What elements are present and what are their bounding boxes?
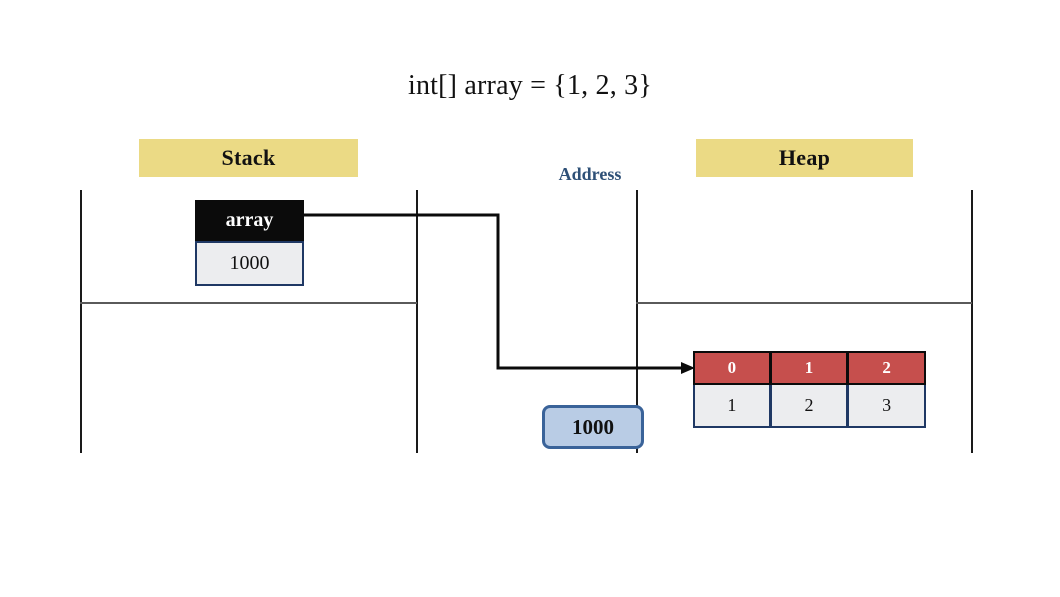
- heap-grid-divider: [636, 302, 972, 304]
- stack-variable-name: array: [195, 200, 304, 241]
- page-title: int[] array = {1, 2, 3}: [408, 70, 652, 101]
- heap-array-value-cell: 3: [848, 385, 927, 428]
- stack-variable-value: 1000: [195, 241, 304, 286]
- heap-array-index-cell: 1: [770, 351, 849, 385]
- heap-array-index-cell: 2: [848, 351, 927, 385]
- stack-variable-box: array 1000: [195, 200, 304, 286]
- heap-array-value-cell: 1: [693, 385, 771, 428]
- address-value-badge: 1000: [542, 405, 644, 449]
- heap-array-table: 0 1 1 2 2 3: [693, 351, 927, 428]
- heap-array-value-cell: 2: [770, 385, 849, 428]
- stack-grid-line-right: [416, 190, 418, 453]
- address-column-label: Address: [558, 164, 622, 184]
- heap-array-index-cell: 0: [693, 351, 771, 385]
- heap-grid-line-right: [971, 190, 973, 453]
- heap-array-column: 2 3: [848, 351, 927, 428]
- stack-grid-divider: [80, 302, 417, 304]
- heap-array-column: 1 2: [770, 351, 849, 428]
- stack-grid-line-left: [80, 190, 82, 453]
- heap-section-banner: Heap: [696, 139, 913, 177]
- heap-array-column: 0 1: [693, 351, 771, 428]
- stack-section-banner: Stack: [139, 139, 358, 177]
